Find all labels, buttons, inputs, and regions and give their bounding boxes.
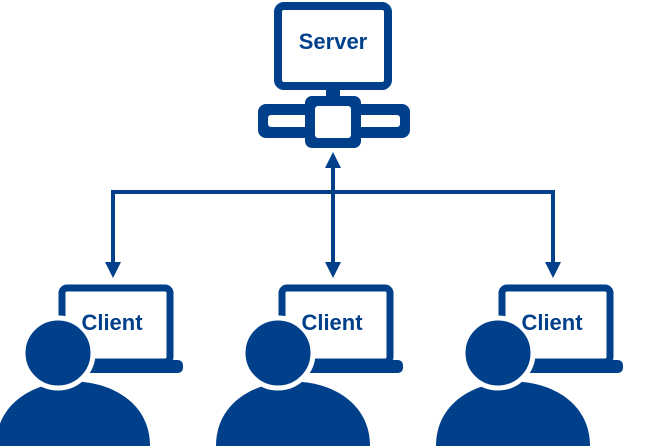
server-node: Server bbox=[258, 2, 410, 148]
connection-line-right bbox=[333, 190, 561, 278]
client-label: Client bbox=[81, 310, 143, 335]
user-avatar-icon bbox=[216, 315, 370, 446]
client-node: Client bbox=[216, 284, 403, 446]
user-avatar-icon bbox=[436, 315, 590, 446]
server-label: Server bbox=[299, 29, 368, 54]
network-connector-icon bbox=[258, 96, 410, 148]
client-label: Client bbox=[521, 310, 583, 335]
client-user-laptop-icon bbox=[436, 284, 623, 446]
client-user-laptop-icon bbox=[0, 284, 183, 446]
client-user-laptop-icon bbox=[216, 284, 403, 446]
client-node: Client bbox=[436, 284, 623, 446]
client-node: Client bbox=[0, 284, 183, 446]
server-monitor-icon bbox=[274, 2, 392, 96]
connection-lines bbox=[105, 152, 561, 278]
connection-line-left bbox=[105, 190, 333, 278]
client-label: Client bbox=[301, 310, 363, 335]
user-avatar-icon bbox=[0, 315, 150, 446]
